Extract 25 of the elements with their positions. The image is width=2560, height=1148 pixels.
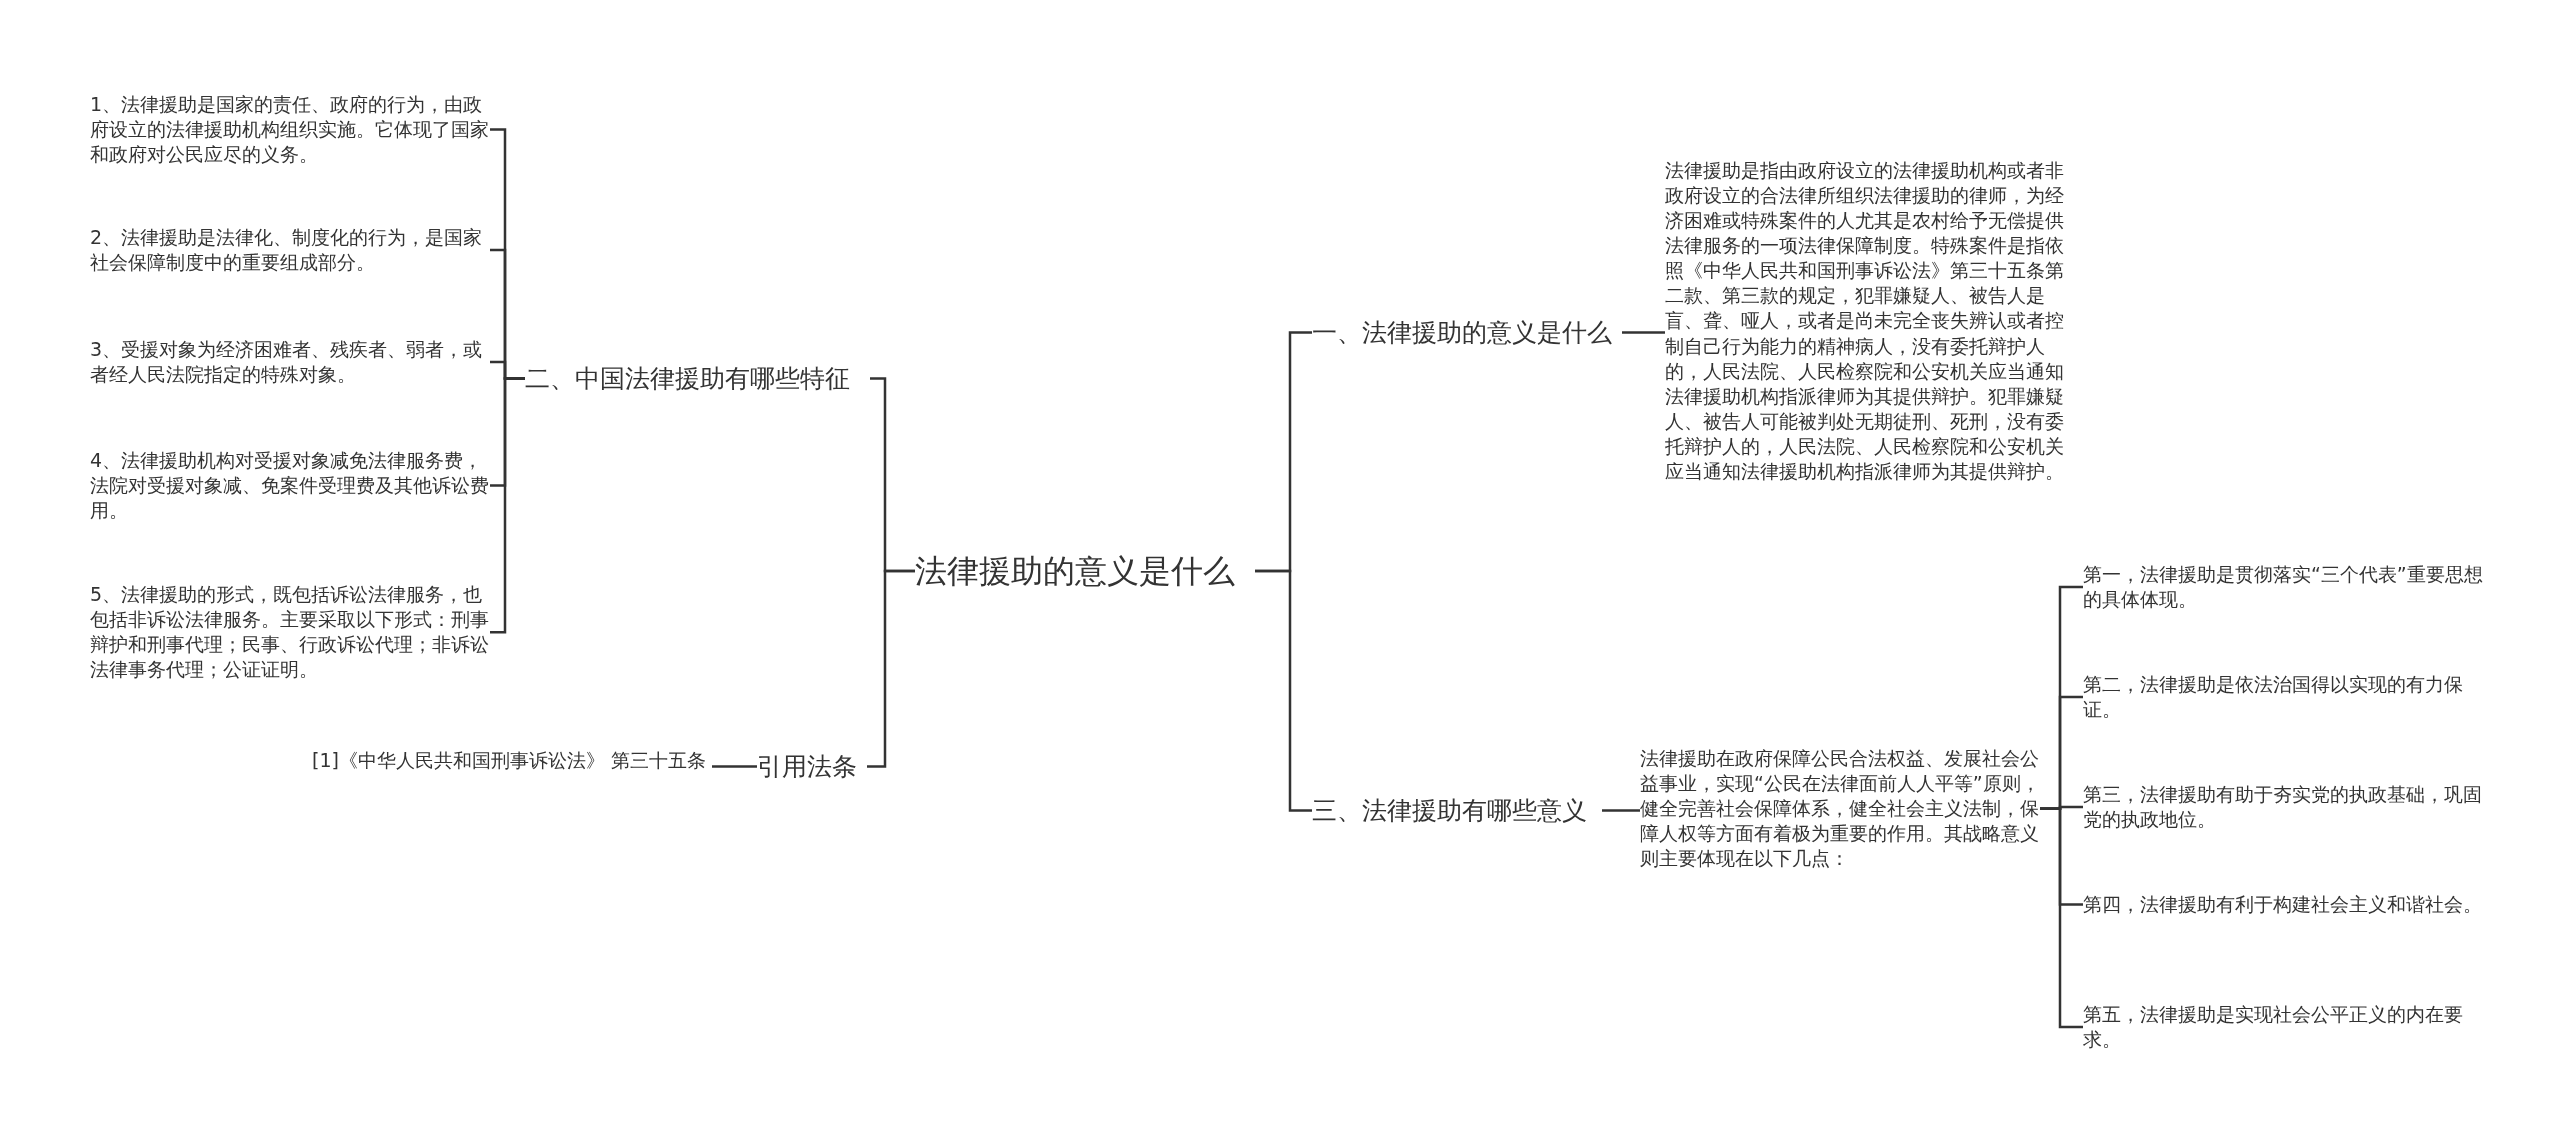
- note-text: [1]《中华人民共和国刑事诉讼法》 第三十五条: [312, 748, 712, 774]
- connector-line: [867, 569, 915, 768]
- connector-line: [1255, 569, 1312, 812]
- note-text: 第四，法律援助有利于构建社会主义和谐社会。: [2083, 892, 2488, 918]
- branch-topic: 引用法条: [757, 750, 867, 783]
- note-text: 2、法律援助是法律化、制度化的行为，是国家社会保障制度中的重要组成部分。: [90, 225, 490, 276]
- branch-topic: 三、法律援助有哪些意义: [1312, 794, 1602, 827]
- note-text: 第五，法律援助是实现社会公平正义的内在要求。: [2083, 1002, 2488, 1053]
- connector-line: [2040, 807, 2083, 1029]
- root-topic: 法律援助的意义是什么: [915, 550, 1255, 593]
- connector-line: [1602, 809, 1640, 812]
- note-text: 3、受援对象为经济困难者、残疾者、弱者，或者经人民法院指定的特殊对象。: [90, 337, 490, 388]
- connector-line: [1622, 331, 1665, 334]
- connector-line: [712, 765, 757, 768]
- branch-topic: 二、中国法律援助有哪些特征: [525, 362, 870, 395]
- note-text: 1、法律援助是国家的责任、政府的行为，由政府设立的法律援助机构组织实施。它体现了国家和政府对公民应尽的义务。: [90, 92, 490, 168]
- note-text: 法律援助是指由政府设立的法律援助机构或者非政府设立的合法律所组织法律援助的律师，为经济困难或特殊案件的人尤其是农村给予无偿提供法律服务的一项法律保障制度。特殊案件是指依照《中华人民共和国刑事诉讼法》第三十五条第二款、第三款的规定，犯罪嫌疑人、被告人是盲、聋、哑人，或者是尚未完全丧失辨认或者控制自己行为能力的精神病人，没有委托辩护人的，人民法院、人民检察院和公安机关应当通知法律援助机构指派律师为其提供辩护。犯罪嫌疑人、被告人可能被判处无期徒刑、死刑，没有委托辩护人的，人民法院、人民检察院和公安机关应当通知法律援助机构指派律师为其提供辩护。: [1665, 158, 2065, 484]
- note-text: 第一，法律援助是贯彻落实“三个代表”重要思想的具体体现。: [2083, 562, 2488, 613]
- branch-topic: 一、法律援助的意义是什么: [1312, 316, 1622, 349]
- note-text: 第二，法律援助是依法治国得以实现的有力保证。: [2083, 672, 2488, 723]
- connector-line: [490, 377, 525, 634]
- note-text: 法律援助在政府保障公民合法权益、发展社会公益事业，实现“公民在法律面前人人平等”原则，健全完善社会保障体系，健全社会主义法制，保障人权等方面有着极为重要的作用。其战略意义则主要体现在以下几点：: [1640, 746, 2040, 872]
- note-text: 5、法律援助的形式，既包括诉讼法律服务，也包括非诉讼法律服务。主要采取以下形式：刑事辩护和刑事代理；民事、行政诉讼代理；非诉讼法律事务代理；公证证明。: [90, 582, 490, 683]
- note-text: 第三，法律援助有助于夯实党的执政基础，巩固党的执政地位。: [2083, 782, 2488, 833]
- note-text: 4、法律援助机构对受援对象减免法律服务费，法院对受援对象减、免案件受理费及其他诉讼费用。: [90, 448, 490, 524]
